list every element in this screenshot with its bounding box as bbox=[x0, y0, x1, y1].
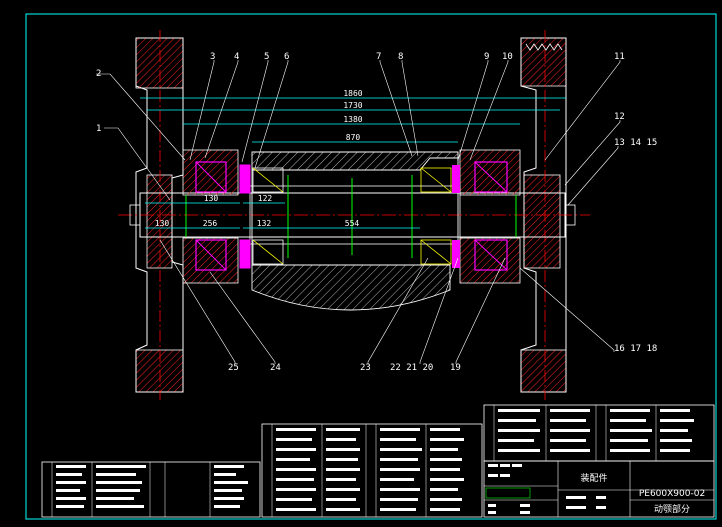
dim-lower-0: 130 bbox=[204, 194, 219, 203]
right-bearing-housing bbox=[420, 149, 521, 284]
part-label-6: 6 bbox=[284, 52, 289, 62]
seal-markers bbox=[185, 175, 517, 258]
dim-lower-5: 130 bbox=[155, 219, 170, 228]
part-label-4: 4 bbox=[234, 52, 239, 62]
dimension-lines bbox=[140, 97, 566, 229]
part-label-1: 1 bbox=[96, 124, 101, 134]
dim-lower-1: 122 bbox=[258, 194, 273, 203]
dim-text-0: 1860 bbox=[343, 89, 362, 98]
part-label-9: 9 bbox=[484, 52, 489, 62]
part-label-23: 23 bbox=[360, 363, 371, 373]
dim-text-2: 1380 bbox=[343, 115, 362, 124]
part-label-10: 10 bbox=[502, 52, 513, 62]
dim-lower-2: 256 bbox=[203, 219, 218, 228]
part-label-5: 5 bbox=[264, 52, 269, 62]
movable-jaw bbox=[251, 151, 459, 311]
part-label-12: 12 bbox=[614, 112, 625, 122]
leader-lines bbox=[96, 60, 621, 364]
part-label-16-17-18: 16 17 18 bbox=[614, 344, 657, 354]
dim-text-3: 870 bbox=[346, 133, 361, 142]
bom-table-left bbox=[41, 461, 261, 518]
part-label-3: 3 bbox=[210, 52, 215, 62]
bom-table-right bbox=[483, 404, 715, 462]
title-block-code: PE600X900-02 bbox=[639, 489, 705, 499]
title-block-name: 装配件 bbox=[580, 472, 607, 484]
left-bearing-housing bbox=[182, 149, 284, 284]
part-label-22-21-20: 22 21 20 bbox=[390, 363, 433, 373]
part-label-19: 19 bbox=[450, 363, 461, 373]
part-label-7: 7 bbox=[376, 52, 381, 62]
part-label-13-14-15: 13 14 15 bbox=[614, 138, 657, 148]
dim-lower-3: 132 bbox=[257, 219, 272, 228]
dim-text-1: 1730 bbox=[343, 101, 362, 110]
title-block-subtitle: 动颚部分 bbox=[654, 503, 690, 515]
drawing-frame bbox=[25, 13, 717, 520]
title-block: 装配件 PE600X900-02 动颚部分 bbox=[483, 460, 715, 518]
part-label-24: 24 bbox=[270, 363, 281, 373]
part-labels: 1 2 3 4 5 6 7 8 9 10 11 12 13 14 15 16 1… bbox=[96, 52, 657, 373]
part-label-2: 2 bbox=[96, 69, 101, 79]
part-label-8: 8 bbox=[398, 52, 403, 62]
part-label-25: 25 bbox=[228, 363, 239, 373]
dim-lower-4: 554 bbox=[345, 219, 360, 228]
bom-table-middle bbox=[261, 423, 483, 518]
part-label-11: 11 bbox=[614, 52, 625, 62]
